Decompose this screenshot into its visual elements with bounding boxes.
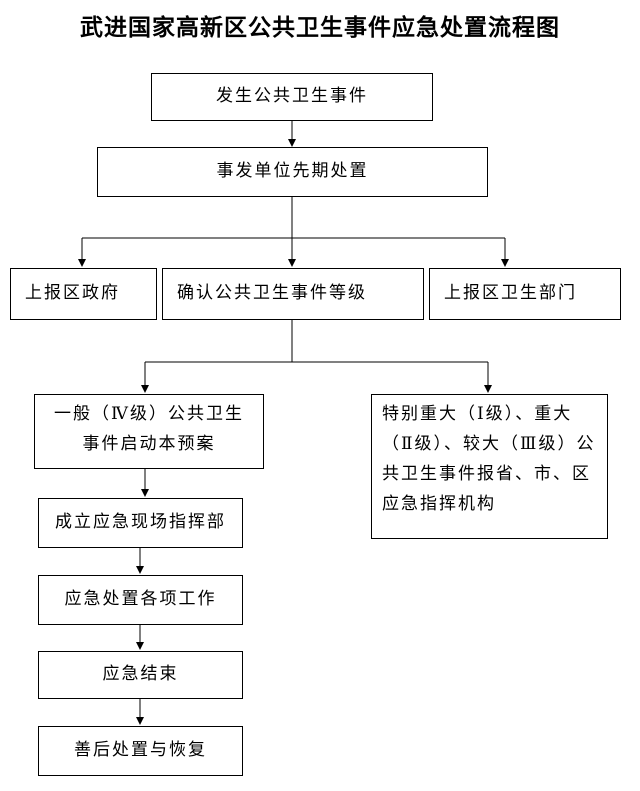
step-occur-label: 发生公共卫生事件 (216, 86, 368, 107)
step-serious-level-label: 特别重大（Ⅰ级）、重大（Ⅱ级）、较大（Ⅲ级）公共卫生事件报省、市、区应急指挥机构 (382, 404, 596, 514)
step-initial-response: 事发单位先期处置 (97, 147, 488, 197)
step-report-health-label: 上报区卫生部门 (444, 283, 577, 304)
step-report-gov: 上报区政府 (10, 268, 157, 320)
step-serious-level: 特别重大（Ⅰ级）、重大（Ⅱ级）、较大（Ⅲ级）公共卫生事件报省、市、区应急指挥机构 (371, 394, 608, 539)
step-recovery: 善后处置与恢复 (38, 726, 243, 776)
page-title: 武进国家高新区公共卫生事件应急处置流程图 (80, 14, 560, 41)
step-confirm-level: 确认公共卫生事件等级 (162, 268, 424, 320)
step-tasks-label: 应急处置各项工作 (64, 589, 217, 610)
step-report-health: 上报区卫生部门 (429, 268, 621, 320)
step-recovery-label: 善后处置与恢复 (74, 740, 207, 761)
step-end: 应急结束 (38, 651, 243, 699)
step-end-label: 应急结束 (102, 664, 179, 685)
step-command-post: 成立应急现场指挥部 (38, 498, 243, 548)
step-initial-label: 事发单位先期处置 (216, 161, 369, 182)
step-general-level: 一般（Ⅳ级）公共卫生事件启动本预案 (34, 394, 264, 469)
step-tasks: 应急处置各项工作 (38, 575, 243, 625)
step-occur: 发生公共卫生事件 (151, 73, 433, 121)
step-general-level-label: 一般（Ⅳ级）公共卫生事件启动本预案 (54, 404, 244, 454)
step-command-label: 成立应急现场指挥部 (55, 512, 226, 533)
step-report-gov-label: 上报区政府 (25, 283, 120, 304)
step-confirm-level-label: 确认公共卫生事件等级 (177, 283, 367, 304)
